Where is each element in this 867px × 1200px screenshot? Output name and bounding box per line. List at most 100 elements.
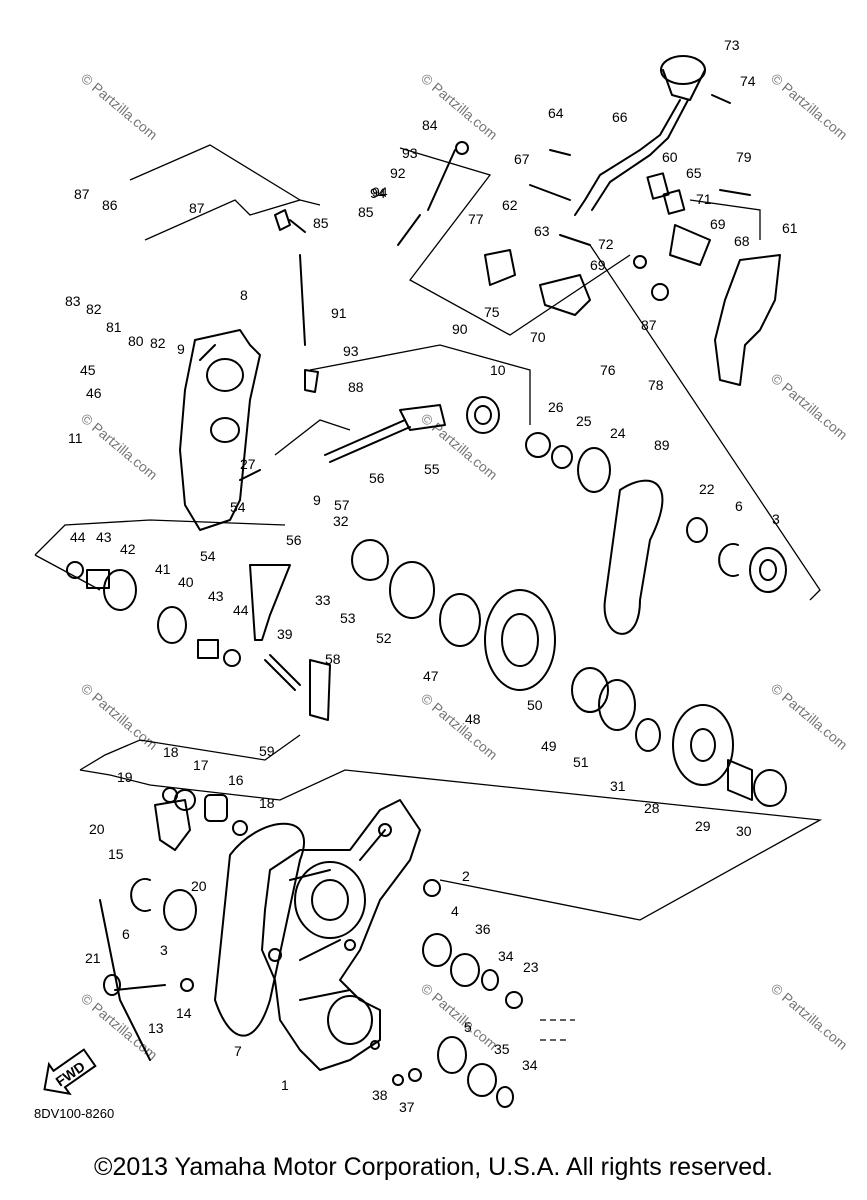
callout: 56 <box>369 470 385 486</box>
callout: 43 <box>96 529 112 545</box>
callout: 20 <box>191 878 207 894</box>
callout: 52 <box>376 630 392 646</box>
callout: 18 <box>163 744 179 760</box>
svg-text:© Partzilla.com: © Partzilla.com <box>768 980 851 1053</box>
callout: 20 <box>89 821 105 837</box>
callout: 59 <box>259 743 275 759</box>
callout: 54 <box>200 548 216 564</box>
svg-text:© Partzilla.com: © Partzilla.com <box>768 70 851 143</box>
callout: 71 <box>696 191 712 207</box>
callout: 19 <box>117 769 133 785</box>
callout: 89 <box>654 437 670 453</box>
drive-chain <box>214 822 305 1037</box>
svg-text:© Partzilla.com: © Partzilla.com <box>78 680 161 753</box>
callout: 61 <box>782 220 798 236</box>
drawing-code: 8DV100-8260 <box>34 1106 115 1121</box>
callout: 1 <box>281 1077 289 1093</box>
svg-text:© Partzilla.com: © Partzilla.com <box>78 410 161 483</box>
callout: 69 <box>590 257 606 273</box>
callout: 69 <box>710 216 726 232</box>
callout: 58 <box>325 651 341 667</box>
callout: 60 <box>662 149 678 165</box>
callout: 75 <box>484 304 500 320</box>
svg-text:© Partzilla.com: © Partzilla.com <box>78 70 161 143</box>
callout: 66 <box>612 109 628 125</box>
callout: 56 <box>286 532 302 548</box>
callout: 81 <box>106 319 122 335</box>
callout: 16 <box>228 772 244 788</box>
callout: 79 <box>736 149 752 165</box>
callout: 93 <box>402 145 418 161</box>
callout: 13 <box>148 1020 164 1036</box>
callout: 53 <box>340 610 356 626</box>
callout: 44 <box>233 602 249 618</box>
callout: 43 <box>208 588 224 604</box>
callout: 25 <box>576 413 592 429</box>
lower-left-parts <box>66 561 331 1061</box>
callout: 94 <box>370 185 386 201</box>
callout: 54 <box>230 499 246 515</box>
watermark: © Partzilla.com © Partzilla.com © Partzi… <box>78 70 851 1063</box>
callout: 30 <box>736 823 752 839</box>
bearings-upper <box>525 432 787 593</box>
callout: 4 <box>451 903 459 919</box>
callout: 57 <box>334 497 350 513</box>
fwd-arrow-icon: FWD <box>43 1048 97 1096</box>
callout: 27 <box>240 456 256 472</box>
callout: 18 <box>259 795 275 811</box>
svg-text:© Partzilla.com: © Partzilla.com <box>418 690 501 763</box>
callout: 87 <box>189 200 205 216</box>
callout: 62 <box>502 197 518 213</box>
callout: 88 <box>348 379 364 395</box>
callout: 83 <box>65 293 81 309</box>
callout: 36 <box>475 921 491 937</box>
callout: 65 <box>686 165 702 181</box>
callout: 85 <box>358 204 374 220</box>
callout: 85 <box>313 215 329 231</box>
callout: 17 <box>193 757 209 773</box>
callout: 3 <box>772 511 780 527</box>
callout: 14 <box>176 1005 192 1021</box>
svg-text:© Partzilla.com: © Partzilla.com <box>768 680 851 753</box>
callout: 2 <box>462 868 470 884</box>
svg-text:© Partzilla.com: © Partzilla.com <box>768 370 851 443</box>
callout: 6 <box>735 498 743 514</box>
callout: 40 <box>178 574 194 590</box>
callout: 70 <box>530 329 546 345</box>
callout: 68 <box>734 233 750 249</box>
callout: 10 <box>490 362 506 378</box>
callout: 80 <box>128 333 144 349</box>
callout: 22 <box>699 481 715 497</box>
callout: 86 <box>102 197 118 213</box>
callout: 37 <box>399 1099 415 1115</box>
callout: 87 <box>641 317 657 333</box>
callout: 78 <box>648 377 664 393</box>
callout: 50 <box>527 697 543 713</box>
callout: 82 <box>86 301 102 317</box>
callout: 63 <box>534 223 550 239</box>
callout: 92 <box>390 165 406 181</box>
shift-shaft <box>324 396 500 463</box>
callout: 9 <box>177 341 185 357</box>
callout: 11 <box>68 430 83 446</box>
callout: 5 <box>464 1019 472 1035</box>
callout: 7 <box>234 1043 242 1059</box>
callout: 77 <box>468 211 484 227</box>
shift-lever-assembly <box>484 55 781 386</box>
drive-belt <box>603 479 664 635</box>
callout: 82 <box>150 335 166 351</box>
callout: 47 <box>423 668 439 684</box>
callout: 34 <box>498 948 514 964</box>
callout: 15 <box>108 846 124 862</box>
callout: 72 <box>598 236 614 252</box>
callout: 21 <box>85 950 101 966</box>
callout: 42 <box>120 541 136 557</box>
svg-text:© Partzilla.com: © Partzilla.com <box>418 980 501 1053</box>
callout: 55 <box>424 461 440 477</box>
callout: 48 <box>465 711 481 727</box>
callout: 38 <box>372 1087 388 1103</box>
callout: 74 <box>740 73 756 89</box>
callout: 34 <box>522 1057 538 1073</box>
callout: 39 <box>277 626 293 642</box>
